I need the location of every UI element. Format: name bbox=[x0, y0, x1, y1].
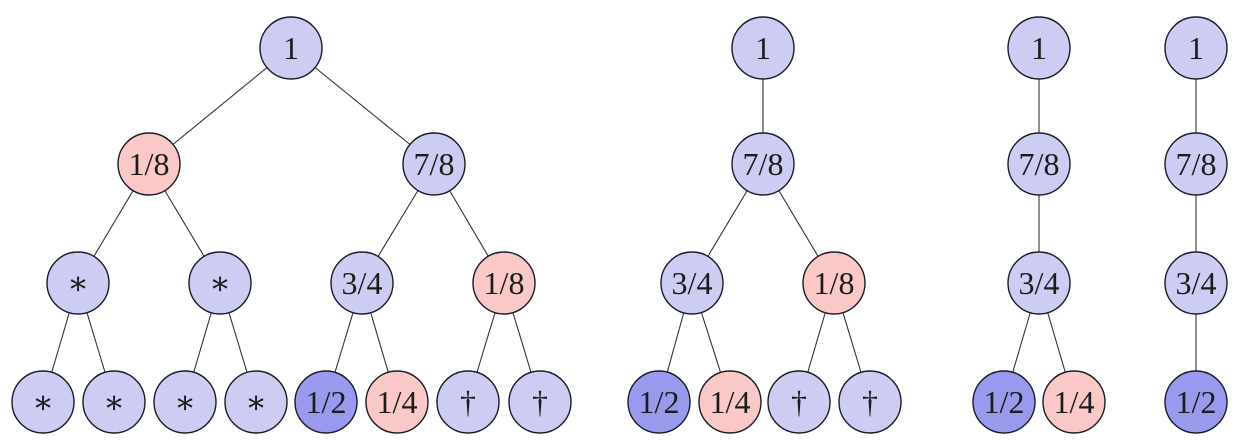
tree-3-node-1-label: 7/8 bbox=[1019, 146, 1060, 182]
tree-2-node-6-label: † bbox=[791, 384, 807, 420]
tree-2-node-1-label: 7/8 bbox=[743, 146, 784, 182]
tree-2-node-1-circle bbox=[731, 132, 795, 196]
tree-1-node-3-label: ∗ bbox=[67, 265, 89, 301]
tree-1-node-9-label: ∗ bbox=[174, 384, 196, 420]
tree-4-node-0-label: 1 bbox=[1188, 30, 1204, 66]
tree-2-node-2-circle bbox=[660, 251, 724, 315]
tree-3-node-4-label: 1/4 bbox=[1054, 384, 1095, 420]
tree-1-node-2-circle bbox=[402, 132, 466, 196]
tree-1-node-12-label: 1/4 bbox=[377, 384, 418, 420]
tree-3-node-4-circle bbox=[1042, 370, 1106, 434]
tree-1-node-13-label: † bbox=[460, 384, 476, 420]
tree-4-node-0-circle bbox=[1164, 16, 1228, 80]
tree-1-node-7-circle bbox=[11, 370, 75, 434]
tree-1-node-13-circle bbox=[436, 370, 500, 434]
tree-3: 1 7/8 3/4 1/2 1/4 bbox=[972, 16, 1106, 434]
tree-1-node-9-circle bbox=[153, 370, 217, 434]
tree-1-node-6-label: 1/8 bbox=[484, 265, 525, 301]
tree-1-node-0-label: 1 bbox=[283, 30, 299, 66]
tree-4-node-1-label: 7/8 bbox=[1176, 146, 1217, 182]
tree-1-node-11-circle bbox=[294, 370, 358, 434]
tree-3-node-3-label: 1/2 bbox=[984, 384, 1025, 420]
tree-2-node-3-label: 1/8 bbox=[814, 265, 855, 301]
tree-2-node-4-label: 1/2 bbox=[639, 384, 680, 420]
tree-4-node-3-label: 1/2 bbox=[1176, 384, 1217, 420]
tree-2-node-4-circle bbox=[627, 370, 691, 434]
tree-1-node-14-label: † bbox=[532, 384, 548, 420]
tree-4-node-2-circle bbox=[1164, 251, 1228, 315]
tree-1-node-1-label: 1/8 bbox=[129, 146, 170, 182]
tree-3-node-2-label: 3/4 bbox=[1019, 265, 1060, 301]
tree-2-node-3-circle bbox=[802, 251, 866, 315]
tree-4-node-2-label: 3/4 bbox=[1176, 265, 1217, 301]
tree-1-node-7-label: ∗ bbox=[32, 384, 54, 420]
tree-1-node-6-circle bbox=[472, 251, 536, 315]
tree-1-node-14-circle bbox=[508, 370, 572, 434]
tree-3-node-1-circle bbox=[1007, 132, 1071, 196]
tree-4-node-3-circle bbox=[1164, 370, 1228, 434]
tree-1-node-10-label: ∗ bbox=[245, 384, 267, 420]
tree-3-node-0-circle bbox=[1007, 16, 1071, 80]
tree-2-node-6-circle bbox=[767, 370, 831, 434]
tree-2: 1 7/8 3/4 1/8 1/2 1/4 † † bbox=[627, 16, 902, 434]
tree-3-node-2-circle bbox=[1007, 251, 1071, 315]
tree-1-node-4-label: ∗ bbox=[209, 265, 231, 301]
tree-1-node-3-circle bbox=[46, 251, 110, 315]
tree-3-node-3-circle bbox=[972, 370, 1036, 434]
tree-1-node-8-label: ∗ bbox=[103, 384, 125, 420]
tree-1-node-1-circle bbox=[117, 132, 181, 196]
tree-2-node-7-circle bbox=[838, 370, 902, 434]
tree-2-node-5-label: 1/4 bbox=[710, 384, 751, 420]
tree-1-node-12-circle bbox=[365, 370, 429, 434]
tree-1-node-0-circle bbox=[259, 16, 323, 80]
tree-2-node-7-label: † bbox=[862, 384, 878, 420]
tree-1-node-2-label: 7/8 bbox=[414, 146, 455, 182]
tree-1-node-5-circle bbox=[330, 251, 394, 315]
tree-1-node-8-circle bbox=[82, 370, 146, 434]
tree-2-node-0-circle bbox=[731, 16, 795, 80]
tree-1-node-10-circle bbox=[224, 370, 288, 434]
tree-2-node-2-label: 3/4 bbox=[672, 265, 713, 301]
tree-1-node-4-circle bbox=[188, 251, 252, 315]
tree-4: 1 7/8 3/4 1/2 bbox=[1164, 16, 1228, 434]
tree-1-node-5-label: 3/4 bbox=[342, 265, 383, 301]
tree-3-node-0-label: 1 bbox=[1031, 30, 1047, 66]
tree-2-node-0-label: 1 bbox=[755, 30, 771, 66]
tree-1-node-11-label: 1/2 bbox=[306, 384, 347, 420]
tree-1: 1 1/8 7/8 ∗ ∗ 3/4 1/8 ∗ ∗ ∗ ∗ 1/2 1/4 † † bbox=[11, 16, 572, 434]
tree-2-node-5-circle bbox=[698, 370, 762, 434]
tree-4-node-1-circle bbox=[1164, 132, 1228, 196]
